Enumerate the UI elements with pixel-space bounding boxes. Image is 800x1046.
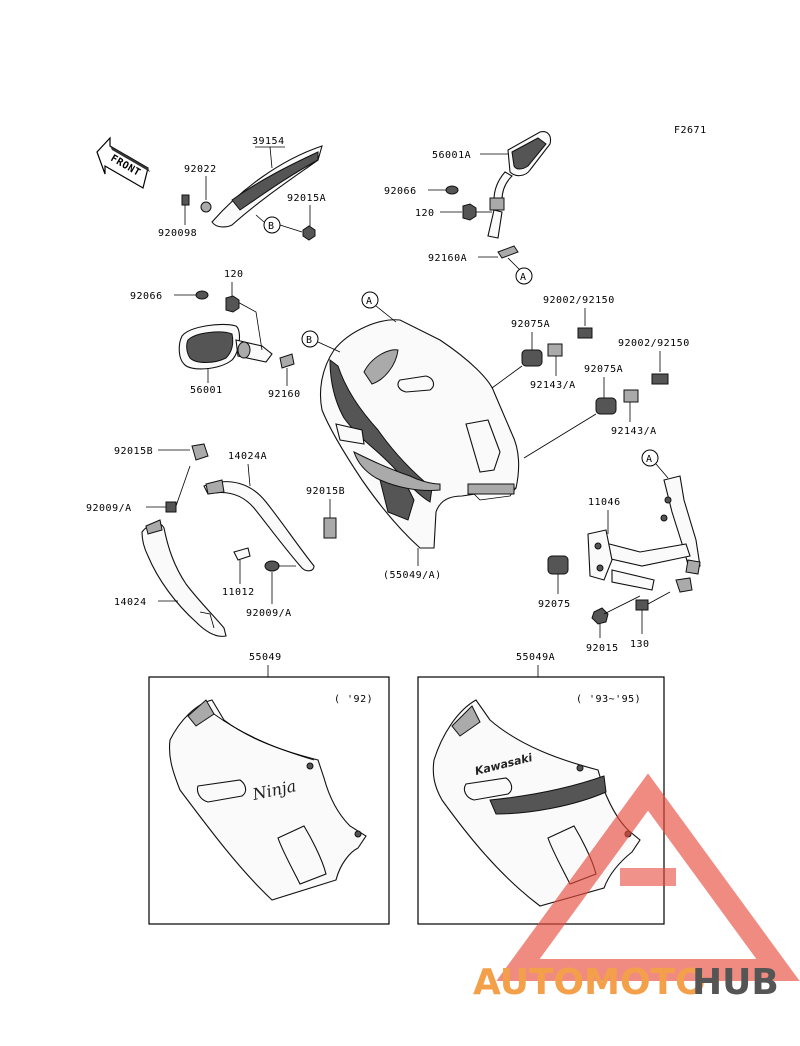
watermark-logo bbox=[496, 773, 800, 981]
label-11012: 11012 bbox=[222, 587, 255, 598]
label-92143A-2: 92143/A bbox=[611, 426, 657, 437]
label-92075A-1: 92075A bbox=[511, 319, 550, 330]
grommet-92066-left-icon bbox=[195, 290, 209, 300]
label-11046: 11046 bbox=[588, 497, 621, 508]
label-14024A: 14024A bbox=[228, 451, 267, 462]
mirror-56001 bbox=[178, 299, 273, 370]
label-55049: 55049 bbox=[249, 652, 282, 663]
clip-11012-icon bbox=[233, 547, 251, 561]
nut-92015A-icon bbox=[302, 225, 316, 241]
label-92015: 92015 bbox=[586, 643, 619, 654]
side-cover-39154 bbox=[211, 145, 323, 228]
label-92002-92150-1: 92002/92150 bbox=[543, 295, 615, 306]
label-92015B-left: 92015B bbox=[114, 446, 153, 457]
callout-A-top-text: A bbox=[520, 272, 527, 283]
collar-92143A-2-icon bbox=[623, 389, 639, 403]
label-120-top: 120 bbox=[415, 208, 435, 219]
upper-cowling bbox=[319, 319, 520, 549]
callout-A-cowl-text: A bbox=[366, 296, 373, 307]
label-39154: 39154 bbox=[252, 136, 285, 147]
bolt-92002-1-icon bbox=[577, 327, 593, 339]
callout-B-cowl-text: B bbox=[306, 335, 313, 346]
label-920098: 920098 bbox=[158, 228, 197, 239]
label-56001A: 56001A bbox=[432, 150, 471, 161]
label-92066-left: 92066 bbox=[130, 291, 163, 302]
stay-bracket-11046 bbox=[587, 475, 701, 593]
callout-A-stay bbox=[641, 449, 659, 467]
label-92015A-top: 92015A bbox=[287, 193, 326, 204]
bracket-92160A-icon bbox=[497, 245, 519, 259]
label-92022: 92022 bbox=[184, 164, 217, 175]
bracket-92160-icon bbox=[279, 353, 295, 369]
label-56001: 56001 bbox=[190, 385, 223, 396]
bolt-920098-icon bbox=[181, 194, 190, 206]
grommet-92075-icon bbox=[547, 555, 569, 575]
callout-A-stay-text: A bbox=[646, 454, 653, 465]
collar-92143A-1-icon bbox=[547, 343, 563, 357]
variant-label-93-95: ( '93~'95) bbox=[576, 694, 641, 705]
nut-120-left-icon bbox=[225, 295, 240, 313]
callout-B-top-text: B bbox=[268, 221, 275, 232]
label-92160: 92160 bbox=[268, 389, 301, 400]
label-92009A-bottom: 92009/A bbox=[246, 608, 292, 619]
screw-92009A-left-icon bbox=[165, 501, 177, 513]
washer-92022-icon bbox=[200, 201, 212, 213]
grommet-92075A-1-icon bbox=[521, 349, 543, 367]
callout-B-cowl bbox=[301, 330, 319, 348]
figure-code: F2671 bbox=[674, 125, 707, 136]
label-92160A: 92160A bbox=[428, 253, 467, 264]
label-92002-92150-2: 92002/92150 bbox=[618, 338, 690, 349]
variant-label-92: ( '92) bbox=[334, 694, 373, 705]
label-14024: 14024 bbox=[114, 597, 147, 608]
cowling-side-55049 bbox=[168, 699, 367, 901]
label-55049A: 55049A bbox=[516, 652, 555, 663]
label-120-left: 120 bbox=[224, 269, 244, 280]
bolt-92002-2-icon bbox=[651, 373, 669, 385]
screw-92009A-bottom-icon bbox=[264, 560, 296, 572]
watermark-text-hub: HUB bbox=[692, 962, 779, 1003]
nut-120-top-icon bbox=[462, 203, 477, 221]
label-92075: 92075 bbox=[538, 599, 571, 610]
bolt-92015-icon bbox=[591, 595, 641, 625]
front-arrow-icon: FRONT bbox=[96, 136, 150, 189]
clip-92015B-right-icon bbox=[323, 517, 337, 539]
grommet-92075A-2-icon bbox=[595, 397, 617, 415]
watermark-text-automoto: AUTOMOTO bbox=[473, 962, 706, 1003]
callout-A-cowl bbox=[361, 291, 379, 309]
grommet-92066-icon bbox=[445, 185, 459, 195]
label-92066-top: 92066 bbox=[384, 186, 417, 197]
nut-92015B-left-icon bbox=[191, 443, 209, 461]
label-92143A-1: 92143/A bbox=[530, 380, 576, 391]
label-92009A-left: 92009/A bbox=[86, 503, 132, 514]
label-55049-A: (55049/A) bbox=[383, 570, 442, 581]
callout-A-top bbox=[515, 267, 533, 285]
inner-panel-14024 bbox=[141, 519, 227, 637]
inner-panel-14024A bbox=[203, 479, 315, 572]
label-92075A-2: 92075A bbox=[584, 364, 623, 375]
mirror-56001A bbox=[487, 131, 552, 239]
label-92015B-right: 92015B bbox=[306, 486, 345, 497]
label-130: 130 bbox=[630, 639, 650, 650]
bolt-130-icon bbox=[635, 591, 671, 611]
